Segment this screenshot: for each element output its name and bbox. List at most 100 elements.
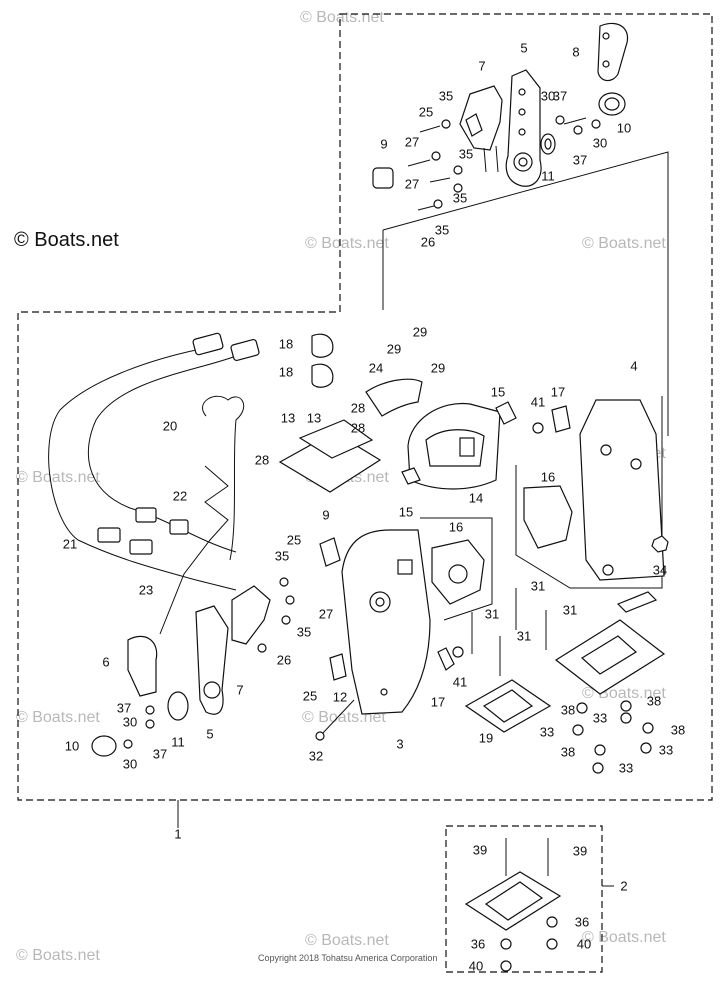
sub-group-boundaries [159,151,669,635]
part-12-plate [329,653,347,681]
callout-26: 26 [277,653,291,668]
callout-38: 38 [671,723,685,738]
callout-15: 15 [491,385,505,400]
callout-25: 25 [419,105,433,120]
callout-17: 17 [431,695,445,710]
callout-4: 4 [630,359,637,374]
callout-6: 6 [102,655,109,670]
callout-25: 25 [287,533,301,548]
callout-41: 41 [453,675,467,690]
assembly-1-boundary [17,13,713,828]
copyright-notice: Copyright 2018 Tohatsu America Corporati… [258,953,437,963]
part-21-connector [97,527,121,543]
callout-11: 11 [541,169,555,184]
callout-35: 35 [439,89,453,104]
plate-right [554,619,666,695]
callout-30: 30 [123,757,137,772]
callout-31: 31 [485,607,499,622]
callout-26: 26 [421,235,435,250]
part-10-grommet [598,92,626,116]
callout-33: 33 [659,743,673,758]
part-13-bracket [278,419,382,493]
part-23-connector [129,539,153,555]
watermark: © Boats.net [300,9,384,26]
part-14-housing [407,402,501,490]
callout-13: 13 [307,411,321,426]
callout-9: 9 [380,137,387,152]
callout-16: 16 [449,520,463,535]
callout-30: 30 [541,89,555,104]
callout-22: 22 [173,489,187,504]
brand-watermark: © Boats.net [14,229,119,251]
callout-31: 31 [563,603,577,618]
bracket-lower [616,591,658,613]
callout-18: 18 [279,365,293,380]
callout-17: 17 [551,385,565,400]
callout-27: 27 [405,135,419,150]
callout-24: 24 [369,361,383,376]
small-hardware-lower [572,700,654,774]
part-24-shield [365,378,423,417]
callout-7: 7 [478,59,485,74]
callout-32: 32 [309,749,323,764]
callout-36: 36 [575,915,589,930]
callout-37: 37 [117,701,131,716]
callout-12: 12 [333,690,347,705]
part-15-clips [401,401,517,485]
callout-31: 31 [531,579,545,594]
callout-33: 33 [540,725,554,740]
callout-5: 5 [520,41,527,56]
callout-27: 27 [405,177,419,192]
callout-39: 39 [473,843,487,858]
callout-38: 38 [561,703,575,718]
callout-37: 37 [553,89,567,104]
callout-38: 38 [647,694,661,709]
assembly-2-boundary [445,825,614,973]
part-7-cover [459,85,503,173]
callout-41: 41 [531,395,545,410]
part-31-bolts [471,588,547,676]
callout-35: 35 [459,147,473,162]
callout-34: 34 [653,563,667,578]
callout-36: 36 [471,937,485,952]
callout-15: 15 [399,505,413,520]
callout-28: 28 [351,401,365,416]
lower-left-parts [91,537,341,757]
watermark: © Boats.net [16,947,100,964]
callout-13: 13 [281,411,295,426]
callout-10: 10 [65,739,79,754]
watermark: © Boats.net [16,709,100,726]
callout-29: 29 [387,342,401,357]
part-20-harness [48,332,260,591]
callout-30: 30 [593,136,607,151]
callout-25: 25 [303,689,317,704]
callout-16: 16 [541,470,555,485]
part-8-handle [597,22,629,82]
part-5-arm [505,69,542,187]
callout-20: 20 [163,419,177,434]
callout-39: 39 [573,844,587,859]
callout-18: 18 [279,337,293,352]
callout-23: 23 [139,583,153,598]
watermark: © Boats.net [582,235,666,252]
part-16-gasket-right [523,485,573,549]
callout-1: 1 [174,827,181,842]
part-9-cap [372,167,394,189]
callout-35: 35 [275,549,289,564]
callout-35: 35 [453,191,467,206]
callout-7: 7 [236,683,243,698]
callout-35: 35 [297,625,311,640]
callout-30: 30 [123,715,137,730]
callout-37: 37 [573,153,587,168]
callout-28: 28 [255,453,269,468]
callout-11: 11 [171,735,185,750]
part-19-gasket [464,679,552,733]
callout-35: 35 [435,223,449,238]
callout-38: 38 [561,745,575,760]
callout-33: 33 [619,761,633,776]
callout-37: 37 [153,747,167,762]
part-32-bolt [315,699,355,741]
part-22-connector [135,507,189,535]
